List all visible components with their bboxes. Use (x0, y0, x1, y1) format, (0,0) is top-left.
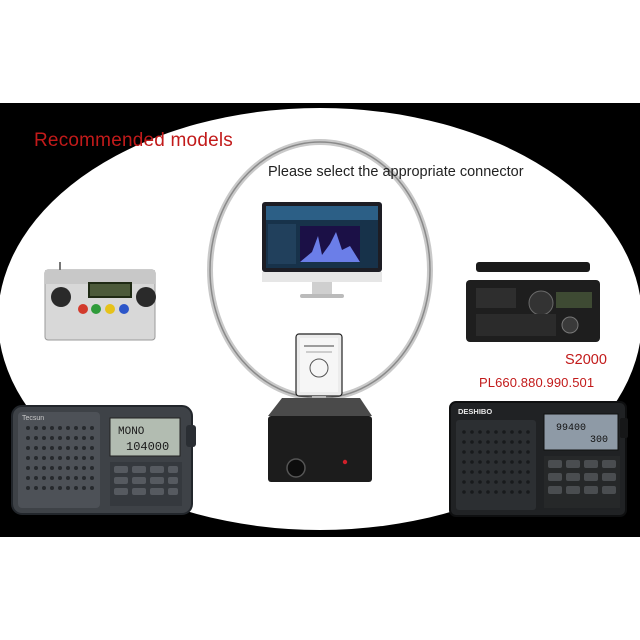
right-radio-lcd-line2: 300 (590, 435, 608, 446)
antenna-module (295, 333, 343, 418)
pocket-radio-right-keypad (548, 460, 616, 494)
pocket-radio-right-grille (462, 430, 530, 494)
pocket-radio-right (449, 401, 628, 517)
connector-instruction: Please select the appropriate connector (268, 164, 524, 180)
pocket-radio-left (11, 405, 196, 515)
left-radio-lcd-line2: 104000 (126, 440, 169, 454)
s2000-label: S2000 (565, 352, 607, 368)
recommended-models-heading: Recommended models (34, 130, 233, 151)
left-radio-brand: Tecsun (22, 415, 44, 422)
pocket-radio-left-grille (26, 426, 94, 490)
left-radio-lcd-line1: MONO (118, 426, 145, 438)
right-radio-lcd-line1: 99400 (556, 423, 586, 434)
right-radio-brand: DESHIBO (458, 407, 492, 416)
monitor-icon (262, 202, 382, 298)
model-list-label: PL660.880.990.501 (479, 375, 595, 390)
pocket-radio-left-keypad (114, 466, 178, 495)
amplifier-box (268, 398, 372, 482)
s2000-radio (466, 262, 600, 342)
kit-radio (44, 262, 156, 341)
